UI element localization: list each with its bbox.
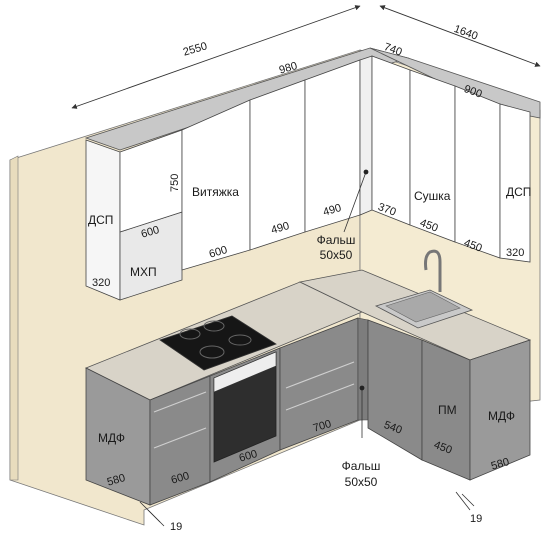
dim-gap-right-2 xyxy=(461,493,475,507)
label-mdf-left: МДФ xyxy=(98,431,125,445)
dim-gap-left-2 xyxy=(147,509,165,527)
false-top-dot xyxy=(363,169,369,175)
dim-upper-height: 750 xyxy=(169,173,181,192)
label-dryer: Сушка xyxy=(414,189,451,203)
base-corner xyxy=(357,317,369,421)
burner-2 xyxy=(203,320,225,332)
burner-4 xyxy=(228,334,252,346)
label-dsp-right: ДСП xyxy=(506,185,532,199)
label-false-top-1: Фальш xyxy=(316,233,356,247)
dim-gap-right: 19 xyxy=(470,513,483,525)
label-false-top-2: 50x50 xyxy=(319,248,353,262)
dim-gap-right-1 xyxy=(455,491,471,511)
label-hood: Витяжка xyxy=(192,185,239,199)
dim-leader-top xyxy=(343,171,367,233)
dim-gap-left: 19 xyxy=(170,521,183,533)
false-panel-top xyxy=(359,55,373,216)
upper-right-door-3 xyxy=(454,85,501,259)
upper-right-door-4 xyxy=(499,103,531,263)
label-mdf-right: МДФ xyxy=(488,409,515,423)
label-pm: ПМ xyxy=(438,403,457,417)
handle-4 xyxy=(285,383,355,411)
base-right-540 xyxy=(367,319,423,461)
label-mhp: МХП xyxy=(130,265,157,279)
faucet xyxy=(424,249,442,292)
dim-depth-right: 320 xyxy=(506,247,525,259)
label-false-bottom-2: 50x50 xyxy=(344,475,378,489)
upper-right-door-2 xyxy=(409,69,456,243)
false-bottom-dot xyxy=(359,385,365,391)
dim-line-1640 xyxy=(379,5,541,67)
handle-1 xyxy=(153,391,207,413)
handle-3 xyxy=(285,361,355,389)
upper-right-door-1 xyxy=(371,55,411,226)
base-right-side xyxy=(469,339,531,481)
label-dsp-left: ДСП xyxy=(88,213,114,227)
dim-depth-left: 320 xyxy=(92,277,111,289)
burner-1 xyxy=(179,328,201,340)
sink-bowl xyxy=(385,291,461,323)
cooktop xyxy=(159,315,277,371)
label-false-bottom-1: Фальш xyxy=(341,459,381,473)
handle-2 xyxy=(153,427,207,449)
left-wall-side xyxy=(9,155,19,481)
dim-line-2550 xyxy=(71,5,361,109)
oven-panel xyxy=(213,351,277,393)
burner-3 xyxy=(199,345,225,359)
